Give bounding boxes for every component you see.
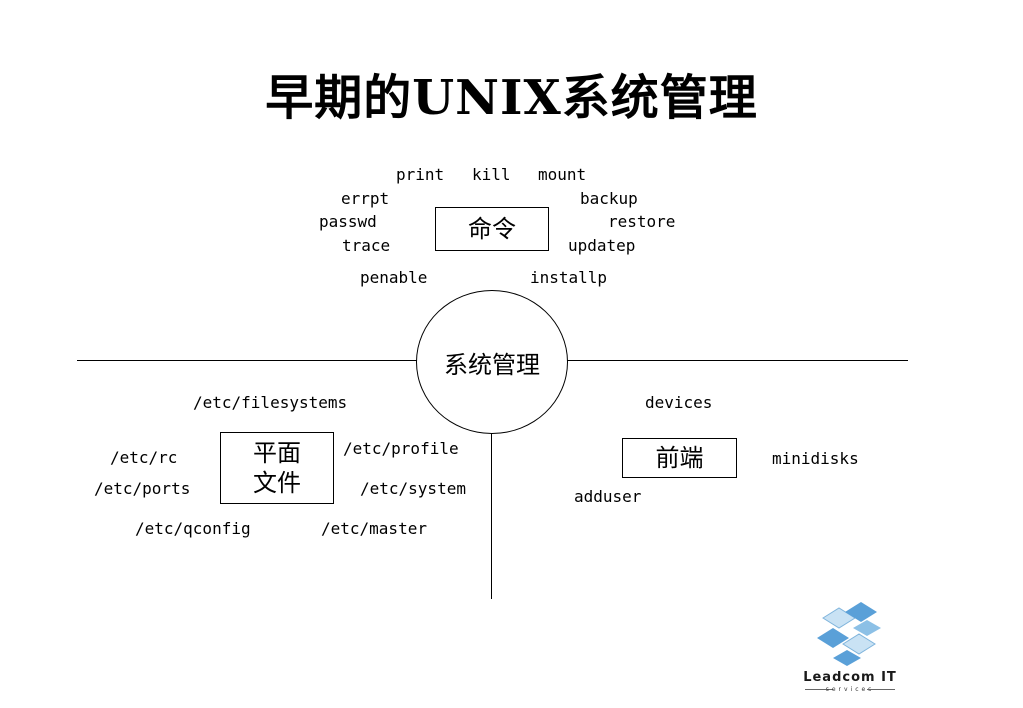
- system-admin-circle: 系统管理: [416, 290, 568, 434]
- file-etc-system: /etc/system: [360, 479, 466, 498]
- command-passwd: passwd: [319, 212, 377, 231]
- command-mount: mount: [538, 165, 587, 184]
- command-penable: penable: [360, 268, 428, 287]
- leadcom-logo-mark-icon: [817, 602, 881, 666]
- logo-rule-right: [867, 689, 895, 690]
- leadcom-logo-name: Leadcom IT: [803, 670, 897, 685]
- frontend-devices: devices: [645, 393, 713, 412]
- frontend-minidisks: minidisks: [772, 449, 859, 468]
- file-etc-ports: /etc/ports: [94, 479, 191, 498]
- command-updatep: updatep: [568, 236, 636, 255]
- file-etc-profile: /etc/profile: [343, 439, 459, 458]
- commands-box: 命令: [435, 207, 549, 251]
- frontend-adduser: adduser: [574, 487, 642, 506]
- command-trace: trace: [342, 236, 391, 255]
- file-etc-filesystems: /etc/filesystems: [193, 393, 348, 412]
- file-etc-qconfig: /etc/qconfig: [135, 519, 251, 538]
- command-backup: backup: [580, 189, 638, 208]
- file-etc-rc: /etc/rc: [110, 448, 178, 467]
- commands-box-label: 命令: [468, 215, 516, 243]
- leadcom-logo: Leadcom IT services: [787, 598, 913, 702]
- page-title: 早期的UNIX系统管理: [265, 70, 758, 126]
- flat-files-label-line2: 文件: [253, 469, 301, 497]
- system-admin-label: 系统管理: [444, 350, 540, 379]
- command-print: print: [396, 165, 445, 184]
- frontend-box: 前端: [622, 438, 737, 478]
- command-restore: restore: [608, 212, 676, 231]
- command-installp: installp: [530, 268, 608, 287]
- flat-files-box: 平面 文件: [220, 432, 334, 504]
- frontend-box-label: 前端: [655, 444, 704, 472]
- vertical-axis-line: [491, 360, 492, 599]
- file-etc-master: /etc/master: [321, 519, 427, 538]
- leadcom-logo-sub: services: [825, 686, 875, 693]
- command-errpt: errpt: [341, 189, 390, 208]
- flat-files-label-line1: 平面: [253, 439, 301, 467]
- command-kill: kill: [472, 165, 511, 184]
- logo-rule-left: [805, 689, 833, 690]
